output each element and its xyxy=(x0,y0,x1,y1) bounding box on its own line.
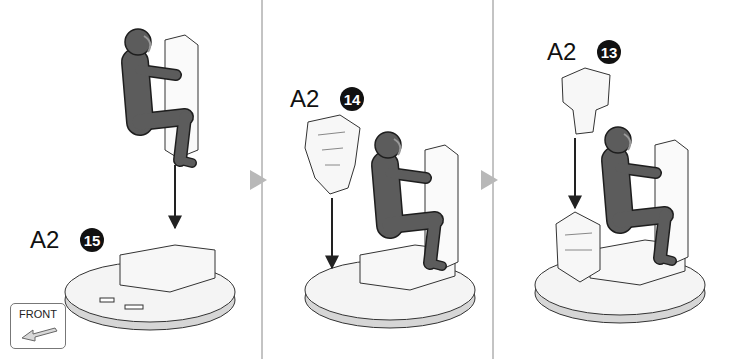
step-triangle xyxy=(481,170,498,190)
part-name: A2 xyxy=(290,87,319,111)
side-panel-part xyxy=(556,212,600,282)
front-indicator-box: FRONT xyxy=(10,303,66,349)
part-name: A2 xyxy=(547,40,576,64)
seat-block xyxy=(120,245,215,292)
callout-number: 14 xyxy=(340,87,364,111)
part-detail xyxy=(565,233,592,250)
callout-number: 13 xyxy=(597,40,621,64)
base-slot xyxy=(100,298,114,302)
assembly-arrow xyxy=(574,138,576,208)
pilot-figure xyxy=(605,127,672,261)
pilot-figure xyxy=(125,29,192,163)
pilot-figure xyxy=(375,132,442,266)
side-panel-part xyxy=(305,115,360,194)
arrow-icon xyxy=(22,328,57,341)
part-name: A2 xyxy=(30,228,59,252)
step-triangle xyxy=(250,170,267,190)
part-detail xyxy=(318,132,345,165)
clip-part xyxy=(562,68,610,134)
assembly-arrow xyxy=(174,165,176,228)
base-slot xyxy=(125,305,143,309)
orientation-label: FRONT xyxy=(11,304,65,320)
front-arrow-icon xyxy=(19,324,59,344)
assembly-arrow xyxy=(331,198,333,268)
callout-number: 15 xyxy=(80,228,104,252)
